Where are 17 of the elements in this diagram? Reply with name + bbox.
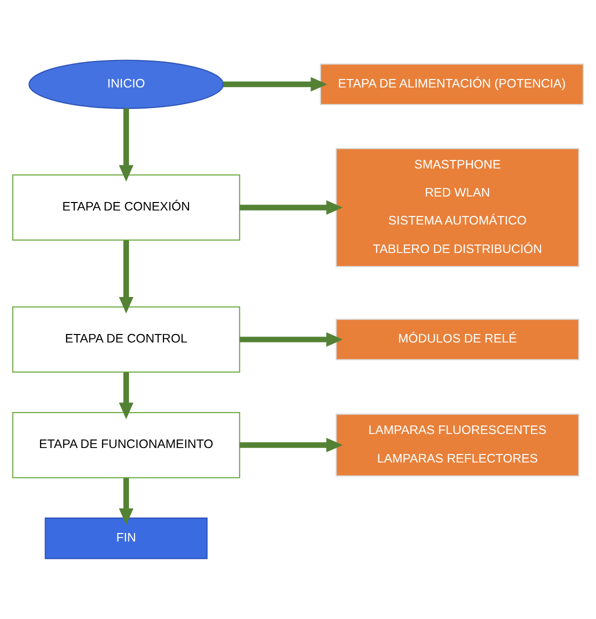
node-box: ETAPA DE ALIMENTACIÓN (POTENCIA) (320, 64, 584, 106)
arrow (224, 77, 328, 92)
arrow (240, 200, 343, 215)
arrow (240, 332, 343, 347)
node-box: ETAPA DE FUNCIONAMEINTO (12, 412, 240, 478)
node-box: MÓDULOS DE RELÉ (336, 318, 580, 360)
arrow (118, 372, 134, 420)
arrow (240, 438, 343, 452)
node-box: FIN (44, 518, 208, 560)
node-box: ETAPA DE CONEXIÓN (12, 174, 240, 241)
arrow (118, 240, 134, 314)
arrow (118, 108, 134, 182)
node-box: LAMPARAS FLUORESCENTES LAMPARAS REFLECTORES (336, 414, 580, 477)
node-ellipse: INICIO (28, 60, 224, 109)
node-box: ETAPA DE CONTROL (12, 306, 240, 373)
arrow (118, 478, 134, 525)
node-box: SMASTPHONE RED WLAN SISTEMA AUTOMÁTICO TABLERO DE DISTRIBUCIÓN (336, 148, 580, 268)
